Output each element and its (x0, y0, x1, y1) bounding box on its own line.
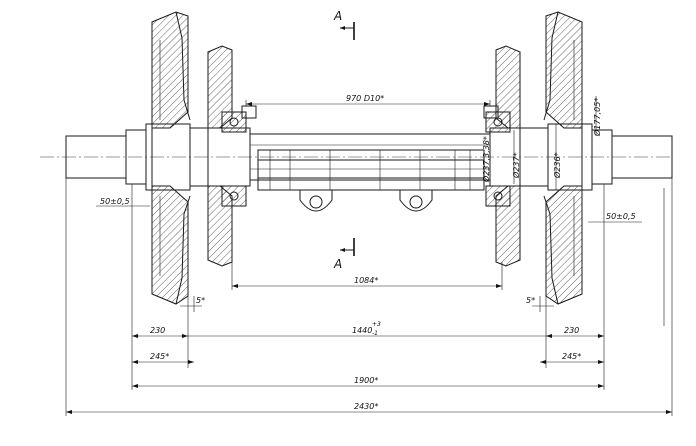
dim-total-right-text: 245* (562, 352, 581, 361)
dim-offset-right: 50±0,5 (588, 212, 642, 223)
dim-total-left-text: 245* (150, 352, 169, 361)
dim-row-245: 245* 245* (132, 352, 604, 364)
dim-gap-left: 5* (180, 296, 205, 307)
extension-lines (65, 178, 673, 416)
dim-offset-left: 50±0,5 (96, 197, 150, 207)
dim-inner-span-text: 1084* (354, 276, 378, 285)
dim-width-right-text: 230 (564, 326, 579, 335)
dim-diameter-4: Ø177,05* (592, 98, 602, 137)
wheel-left-inner (207, 45, 247, 267)
dim-row-230: 230 230 1440 +3 -1 (132, 321, 604, 338)
dim-diameter-2: Ø237* (511, 152, 521, 179)
dim-diameter-1: Ø237,3,38* (481, 136, 491, 183)
lug-right (399, 190, 433, 212)
dim-offset-right-text: 50±0,5 (606, 212, 636, 221)
dim-bearing-span: 970 D10* (245, 94, 491, 106)
lug-left (299, 190, 333, 212)
section-label-bottom: A (333, 257, 342, 271)
dim-bearing-span-text: 970 D10* (346, 94, 384, 103)
dim-gap-left-text: 5* (196, 296, 205, 305)
dim-offset-left-text: 50±0,5 (100, 197, 130, 206)
wheel-right-outer (543, 11, 583, 305)
dim-hub-span-text: 1900* (354, 376, 378, 385)
wheel-left-outer (151, 11, 191, 305)
dim-overall-text: 2430* (354, 402, 378, 411)
dim-inner-span: 1084* (232, 276, 502, 288)
dim-center-span-tol: +3 (372, 321, 381, 328)
dim-center-span-tol-low: -1 (372, 330, 378, 337)
inner-frame (241, 105, 499, 191)
dim-overall: 2430* (66, 402, 672, 414)
dim-gap-right-text: 5* (526, 296, 535, 305)
wheel-right-inner (485, 45, 521, 267)
section-mark-bottom: A (333, 238, 355, 271)
dim-center-span-text: 1440 (352, 326, 372, 335)
dim-gap-right: 5* (526, 296, 554, 307)
dim-diameter-3: Ø236* (552, 152, 562, 179)
section-mark-top: A (333, 9, 355, 40)
dim-width-left-text: 230 (150, 326, 165, 335)
dim-hub-span: 1900* (132, 376, 604, 388)
section-label-top: A (333, 9, 342, 23)
